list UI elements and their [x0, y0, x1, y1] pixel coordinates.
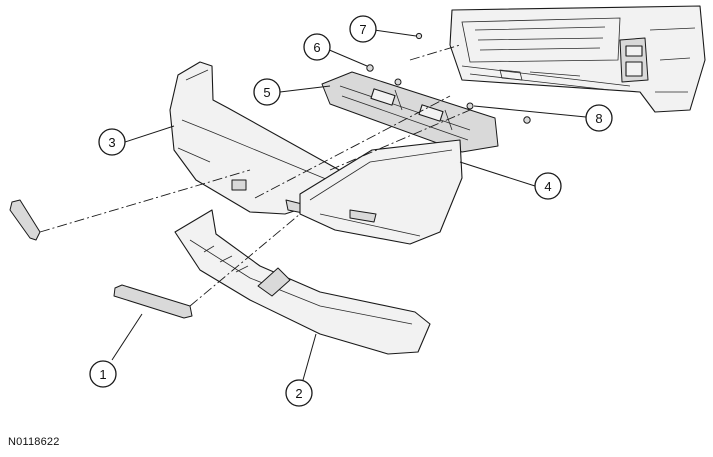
- fasteners: [366, 32, 531, 124]
- callout-6: 6: [303, 33, 368, 67]
- callout-5: 5: [253, 78, 331, 106]
- side-reflector-left: [9, 199, 41, 241]
- vehicle-rear-illustration: [449, 5, 706, 113]
- callout-1: 1: [89, 313, 143, 388]
- figure-id: N0118622: [8, 436, 60, 448]
- callout-label: 5: [263, 85, 270, 100]
- callout-4: 4: [459, 161, 562, 200]
- callout-label: 1: [99, 367, 106, 382]
- callout-2: 2: [285, 333, 317, 407]
- callout-3: 3: [98, 125, 175, 156]
- callout-label: 3: [108, 135, 115, 150]
- assembly-lines: [39, 44, 471, 307]
- callout-label: 2: [295, 386, 302, 401]
- reflector-item-1: [113, 284, 193, 319]
- callout-label: 4: [544, 179, 551, 194]
- lower-bumper-cover: [299, 139, 463, 245]
- bumper-reinforcement: [321, 71, 499, 153]
- callout-label: 7: [359, 22, 366, 37]
- callout-7: 7: [349, 15, 417, 43]
- callout-label: 8: [595, 111, 602, 126]
- callout-label: 6: [313, 40, 320, 55]
- callout-8: 8: [473, 104, 613, 132]
- rear-valance-panel: [174, 209, 431, 355]
